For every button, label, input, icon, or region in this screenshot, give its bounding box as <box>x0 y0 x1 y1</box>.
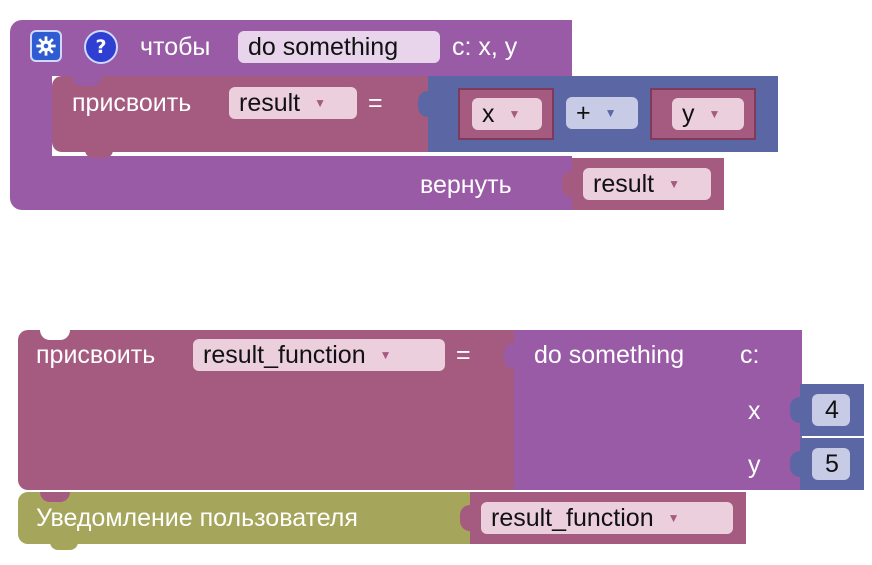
function-to-label: чтобы <box>140 33 211 61</box>
function-call-name: do something <box>534 341 685 369</box>
result-var-dropdown[interactable]: result ▼ <box>229 87 357 119</box>
function-call-block[interactable] <box>514 330 802 490</box>
alert-input-tab <box>460 505 470 531</box>
return-input-tab <box>562 171 572 197</box>
set-result-notch <box>72 76 102 86</box>
alert-block[interactable] <box>18 492 470 544</box>
alert-bottom-tab <box>50 542 78 550</box>
arg-x-value[interactable]: 4 <box>812 394 850 426</box>
dropdown-arrow-icon: ▼ <box>708 107 721 121</box>
alert-notch <box>40 492 70 502</box>
dropdown-arrow-icon: ▼ <box>604 106 617 120</box>
alert-var-dropdown[interactable]: result_function ▼ <box>481 502 733 534</box>
function-name-field[interactable]: do something <box>238 31 440 63</box>
return-var-text: result <box>593 170 655 198</box>
arg-y-input-tab <box>790 451 800 477</box>
result-function-var-text: result_function <box>203 341 366 369</box>
arg-y-label: y <box>748 451 761 479</box>
alert-var-text: result_function <box>491 504 654 532</box>
operator-text: + <box>576 99 591 127</box>
function-name-text: do something <box>248 33 399 61</box>
return-var-dropdown[interactable]: result ▼ <box>583 168 711 200</box>
y-var-text: y <box>682 100 695 128</box>
function-call-input-tab <box>504 343 514 369</box>
set-result-equals: = <box>368 89 383 117</box>
gear-icon[interactable] <box>30 30 62 62</box>
set-result-function-equals: = <box>456 341 471 369</box>
alert-label: Уведомление пользователя <box>36 504 358 532</box>
dropdown-arrow-icon: ▼ <box>314 96 327 110</box>
dropdown-arrow-icon: ▼ <box>508 107 521 121</box>
arg-y-value[interactable]: 5 <box>812 448 850 480</box>
function-params-label: с: x, y <box>452 33 518 61</box>
set-result-function-notch <box>40 330 70 340</box>
set-result-bottom-tab <box>85 150 113 158</box>
y-var-dropdown[interactable]: y▼ <box>672 98 744 130</box>
question-icon[interactable]: ? <box>84 30 118 64</box>
dropdown-arrow-icon: ▼ <box>667 511 680 525</box>
set-result-label: присвоить <box>72 89 192 117</box>
arg-x-value-text: 4 <box>825 396 839 424</box>
result-function-var-dropdown[interactable]: result_function ▼ <box>193 339 445 371</box>
arg-x-input-tab <box>790 397 800 423</box>
x-var-text: x <box>482 100 495 128</box>
operator-dropdown[interactable]: +▼ <box>566 97 638 129</box>
arg-y-value-text: 5 <box>825 450 839 478</box>
arg-x-label: x <box>748 397 761 425</box>
math-input-tab <box>418 91 428 117</box>
result-var-text: result <box>239 89 301 117</box>
function-call-with-label: с: <box>740 341 760 369</box>
x-var-dropdown[interactable]: x▼ <box>472 98 542 130</box>
dropdown-arrow-icon: ▼ <box>379 348 392 362</box>
dropdown-arrow-icon: ▼ <box>668 177 681 191</box>
return-label: вернуть <box>420 171 512 199</box>
set-result-function-label: присвоить <box>36 341 156 369</box>
